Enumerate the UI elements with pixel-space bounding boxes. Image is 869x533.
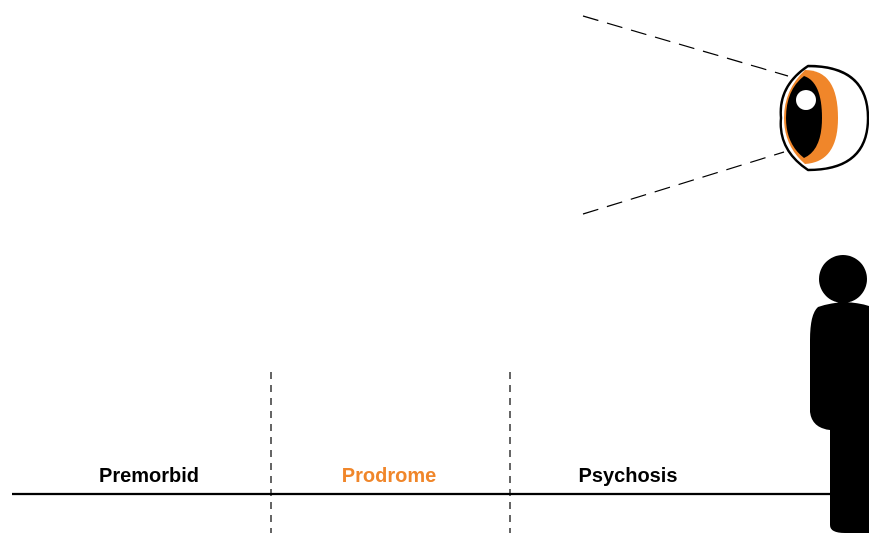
person-icon <box>810 255 869 533</box>
stage-label-psychosis: Psychosis <box>579 465 678 487</box>
sight-line-upper <box>582 15 789 77</box>
sight-line-lower <box>582 151 785 215</box>
stage-label-prodrome: Prodrome <box>342 465 436 487</box>
stage-label-premorbid: Premorbid <box>99 465 199 487</box>
eye-icon <box>779 64 869 172</box>
